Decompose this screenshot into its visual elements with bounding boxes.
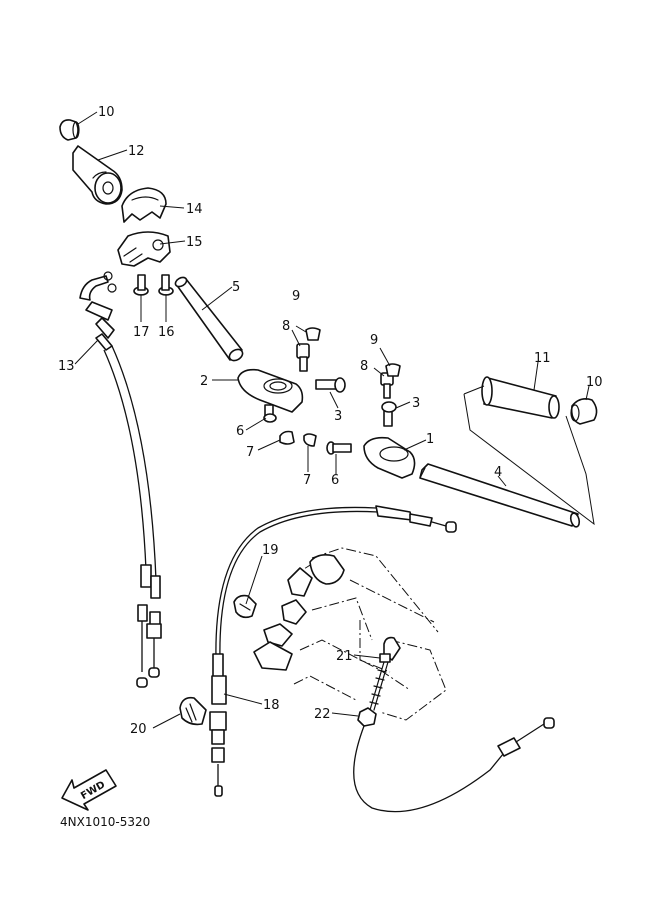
- steering-bracket: [253, 554, 345, 671]
- part-6-pinch-bolt-left: [263, 404, 277, 423]
- part-14-throttle-housing-upper: [121, 187, 167, 223]
- callout-16: 16: [158, 325, 175, 340]
- callout-9-right: 9: [370, 333, 378, 348]
- part-16-screw: [158, 274, 174, 296]
- part-1-handlebar-clamp-right: [363, 436, 416, 479]
- part-5-handlebar-tube-left: [174, 276, 244, 362]
- callout-6-left: 6: [236, 424, 244, 439]
- part-3-clamp-bolt-left: [315, 377, 346, 393]
- part-15-throttle-housing-lower: [117, 231, 171, 267]
- part-10-grip-end-right: [570, 398, 598, 425]
- part-7-cap-right: [303, 433, 317, 447]
- clutch-cable-lower: [353, 717, 555, 813]
- part-2-handlebar-clamp-left: [237, 368, 304, 413]
- part-17-screw: [133, 274, 149, 296]
- part-21-adjuster: [369, 636, 401, 711]
- callout-12: 12: [128, 144, 145, 159]
- callout-labels: 10 12 14 15 16 17 13 5 2 3 6 7 9 8 7 6 9…: [58, 105, 603, 737]
- part-22-locknut: [357, 707, 377, 727]
- part-19-cable-guide: [233, 594, 257, 619]
- callout-19: 19: [262, 543, 279, 558]
- part-7-cap-left: [279, 430, 295, 445]
- part-6-pinch-bolt-right: [326, 441, 352, 455]
- callout-11: 11: [534, 351, 551, 366]
- callout-17: 17: [133, 325, 150, 340]
- part-13-throttle-cable: [79, 271, 162, 688]
- callout-10-left: 10: [98, 105, 115, 120]
- callout-18: 18: [263, 698, 280, 713]
- callout-2: 2: [200, 374, 208, 389]
- diagram-code: 4NX1010-5320: [60, 815, 150, 829]
- phantom-upper-bracket: [289, 547, 447, 721]
- part-8-screw-left: [296, 343, 310, 372]
- callout-22: 22: [314, 707, 331, 722]
- part-12-throttle-grip: [72, 145, 123, 205]
- part-18-cable: [209, 505, 457, 797]
- callout-8-left: 8: [282, 319, 290, 334]
- leader-lines: [74, 111, 590, 729]
- callout-14: 14: [186, 202, 203, 217]
- callout-5: 5: [232, 280, 240, 295]
- callout-4: 4: [494, 465, 502, 480]
- callout-3-left: 3: [334, 409, 342, 424]
- part-9-plug-right: [385, 363, 401, 377]
- callout-13: 13: [58, 359, 75, 374]
- part-9-plug-left: [305, 327, 321, 341]
- part-4-handlebar-tube-right: [419, 463, 581, 528]
- callout-15: 15: [186, 235, 203, 250]
- part-20-spring-clip: [179, 696, 207, 726]
- part-11-handlebar-grip-right: [481, 376, 560, 419]
- callout-10-right: 10: [586, 375, 603, 390]
- callout-3-right: 3: [412, 396, 420, 411]
- phantom-lines-right-bar: [463, 385, 595, 526]
- callout-20: 20: [130, 722, 147, 737]
- callout-6-right: 6: [331, 473, 339, 488]
- fwd-arrow-icon: FWD: [61, 769, 117, 811]
- part-3-clamp-bolt-right: [381, 401, 397, 427]
- callout-1: 1: [426, 432, 434, 447]
- callout-8-right: 8: [360, 359, 368, 374]
- callout-21: 21: [336, 649, 353, 664]
- callout-7-right: 7: [303, 473, 311, 488]
- callout-9-left: 9: [292, 289, 300, 304]
- callout-7-left: 7: [246, 445, 254, 460]
- part-10-grip-end-left: [59, 119, 80, 141]
